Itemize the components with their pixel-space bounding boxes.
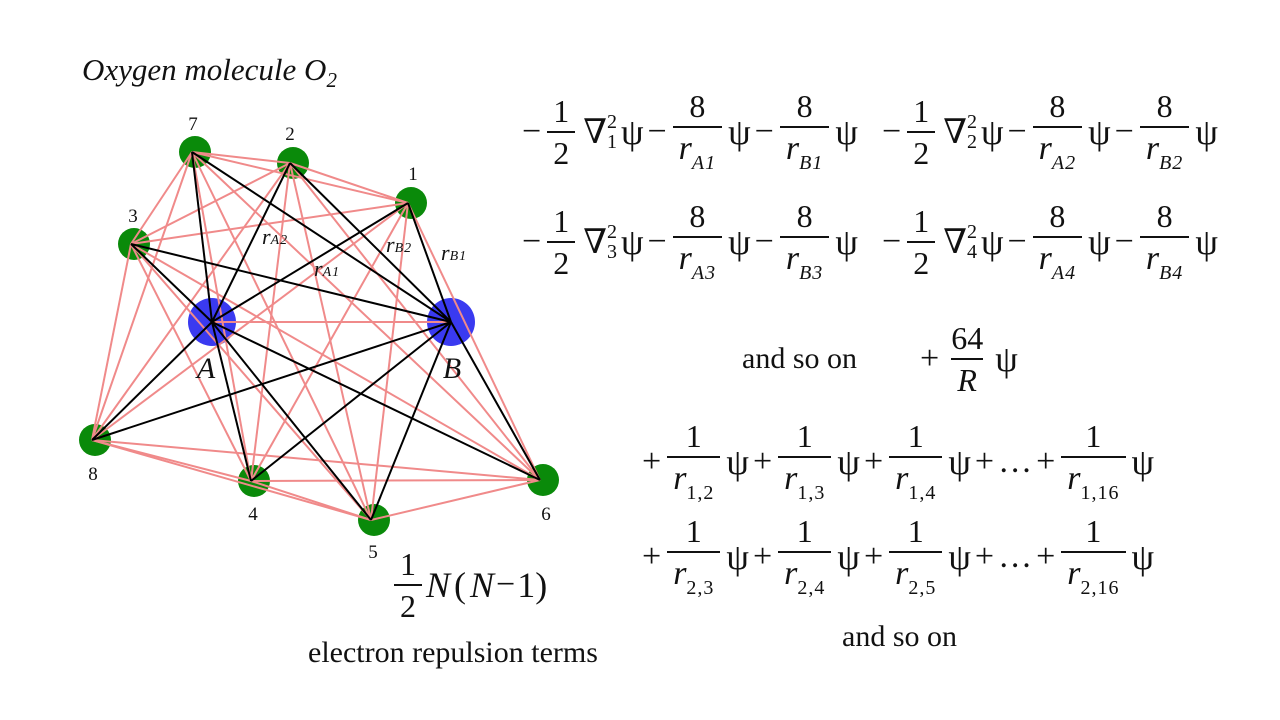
attraction-line-7-A	[191, 151, 213, 323]
repulsion-line-5-6	[370, 479, 541, 521]
distance-label-rA2: rA2	[262, 224, 289, 249]
diagram-title: Oxygen molecule O2	[82, 52, 337, 92]
attraction-line-5-B	[370, 321, 452, 521]
distance-label-rB1: rB1	[441, 240, 468, 265]
nucleus-label-A: A	[195, 352, 216, 385]
electron-label-3: 3	[128, 206, 138, 227]
repulsion-line-5-7	[191, 151, 372, 521]
repulsion-line-7-8	[91, 151, 193, 441]
repulsion-line-2-5	[289, 162, 372, 521]
attraction-line-4-A	[211, 321, 252, 482]
attraction-line-6-B	[450, 321, 541, 481]
repulsion-line-2-7	[191, 151, 291, 164]
repulsion-line-3-7	[130, 151, 193, 245]
repulsion-line-5-8	[91, 439, 372, 521]
attraction-line-5-A	[211, 321, 372, 521]
repulsion-line-3-8	[91, 243, 132, 441]
attraction-line-8-B	[91, 321, 452, 441]
and-so-on-text-2: and so on	[842, 620, 957, 653]
repulsion-line-1-6	[407, 202, 541, 481]
attraction-line-8-A	[91, 321, 213, 441]
attraction-line-7-B	[191, 151, 452, 323]
repulsion-line-1-2	[289, 162, 409, 204]
distance-label-rA1: rA1	[314, 256, 341, 281]
electron-label-4: 4	[248, 504, 258, 525]
attraction-line-3-A	[130, 243, 213, 323]
attraction-line-2-A	[211, 162, 291, 323]
attraction-line-3-B	[130, 243, 452, 323]
repulsion-line-3-6	[130, 243, 541, 481]
repulsion-line-1-7	[191, 151, 409, 204]
count-caption: electron repulsion terms	[308, 636, 598, 669]
repulsion-line-6-7	[191, 151, 541, 481]
attraction-line-1-B	[407, 202, 452, 323]
repulsion-line-3-4	[130, 243, 252, 482]
repulsion-line-1-4	[250, 202, 409, 482]
electron-label-2: 2	[285, 124, 295, 145]
attraction-line-4-B	[250, 321, 452, 482]
electron-label-6: 6	[541, 504, 551, 525]
and-so-on-text: and so on	[742, 342, 857, 375]
attraction-line-1-A	[211, 202, 409, 323]
repulsion-line-6-8	[91, 439, 541, 481]
electron-label-5: 5	[368, 542, 378, 563]
electron-label-7: 7	[188, 114, 198, 135]
repulsion-line-4-6	[250, 479, 541, 482]
repulsion-line-2-3	[130, 162, 291, 245]
attraction-line-2-B	[289, 162, 452, 323]
attraction-line-6-A	[211, 321, 541, 481]
electron-label-1: 1	[408, 164, 418, 185]
repulsion-line-3-5	[130, 243, 372, 521]
distance-label-rB2: rB2	[386, 232, 413, 257]
repulsion-line-1-5	[370, 202, 409, 521]
nucleus-label-B: B	[443, 352, 461, 385]
repulsion-line-1-3	[130, 202, 409, 245]
electron-label-8: 8	[88, 464, 98, 485]
